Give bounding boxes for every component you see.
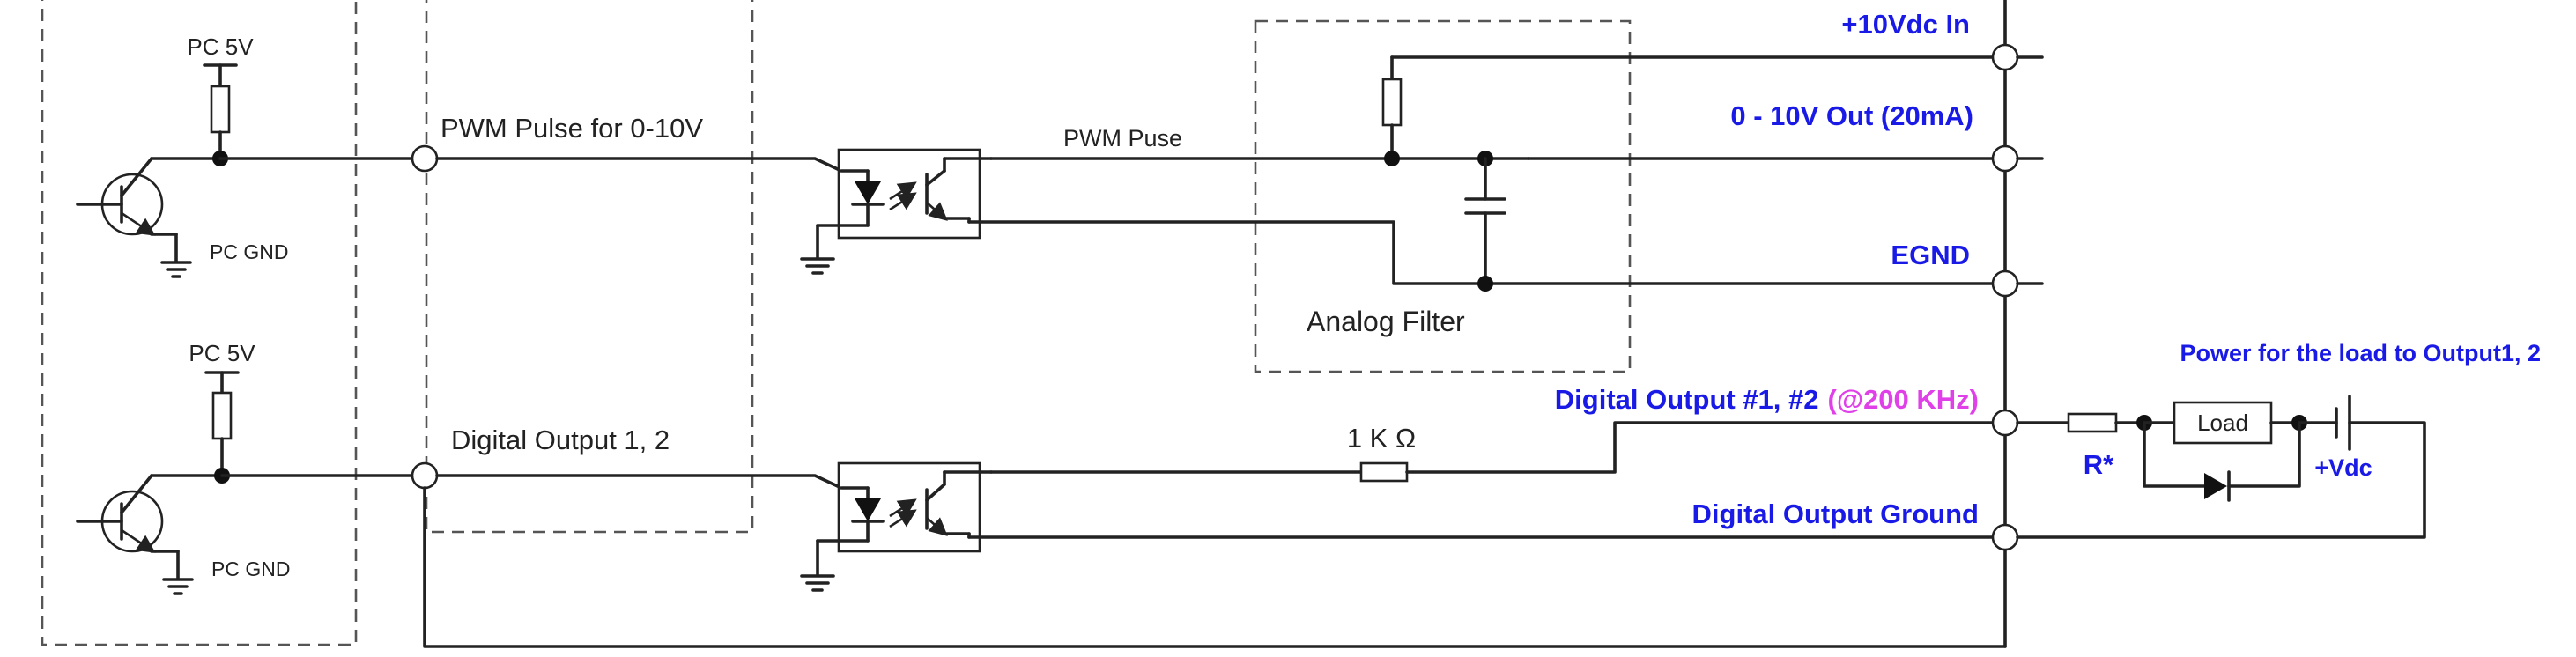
terminal-label-digital-output: Digital Output #1, #2 (@200 KHz) [1555, 384, 1979, 415]
optocoupler-lower [816, 461, 993, 576]
digital-output-label: Digital Output 1, 2 [451, 424, 670, 455]
digital-output-number-label: Digital Output #1, #2 [1555, 384, 1819, 415]
resistor-1k [1359, 461, 1409, 483]
frequency-note-label: (@200 KHz) [1828, 384, 1979, 415]
vdc-label: +Vdc [2314, 454, 2372, 481]
junction-node [1477, 276, 1493, 292]
power-for-load-label: Power for the load to Output1, 2 [2180, 340, 2541, 366]
ground-symbol-opto-lower [800, 574, 835, 592]
terminal-0-10v-out [1991, 144, 2044, 173]
pwm-pulse-label: PWM Pulse for 0-10V [440, 113, 703, 144]
optocoupler-upper [816, 148, 993, 259]
one-k-ohm-label: 1 K Ω [1347, 423, 1416, 454]
analog-filter-boundary [1254, 19, 1632, 373]
pull-up-resistor-lower [204, 371, 240, 477]
resistor-r-star [2067, 412, 2118, 433]
analog-filter-label: Analog Filter [1307, 306, 1465, 337]
terminal-label-egnd: EGND [1891, 240, 1970, 270]
terminal-label-10vdc-in: +10Vdc In [1841, 9, 1970, 40]
terminal-digital-output [1991, 409, 2019, 437]
connector-pin-pwm [411, 144, 439, 173]
pc-side-boundary [41, 0, 358, 646]
r-star-label: R* [2084, 449, 2114, 480]
ground-symbol-upper [160, 261, 192, 278]
terminal-digital-output-ground [1991, 523, 2019, 551]
filter-capacitor [1464, 157, 1506, 285]
pc-gnd-label-upper: PC GND [210, 240, 288, 263]
filter-resistor [1381, 55, 1403, 160]
terminal-10vdc-in [1991, 43, 2044, 71]
pull-up-resistor-upper [203, 63, 238, 160]
pc-gnd-label-lower: PC GND [211, 557, 290, 580]
pc-transistor-lower [76, 474, 224, 579]
junction-node [1384, 151, 1400, 166]
terminal-egnd [1991, 269, 2044, 298]
terminal-label-digital-output-ground: Digital Output Ground [1692, 498, 1979, 529]
flyback-diode [2143, 421, 2301, 502]
dc-source-battery [2016, 395, 2426, 539]
connector-boundary [425, 0, 754, 534]
terminal-label-0-10v-out: 0 - 10V Out (20mA) [1730, 100, 1973, 131]
pc-5v-label-lower: PC 5V [189, 340, 255, 366]
pc-5v-label-upper: PC 5V [187, 33, 254, 60]
load-label: Load [2197, 410, 2248, 436]
ground-symbol-opto-upper [800, 257, 835, 275]
connector-pin-digital [411, 461, 439, 490]
pc-transistor-upper [76, 157, 222, 262]
pwm-puse-label: PWM Puse [1063, 125, 1182, 151]
ground-symbol-lower [162, 578, 194, 595]
